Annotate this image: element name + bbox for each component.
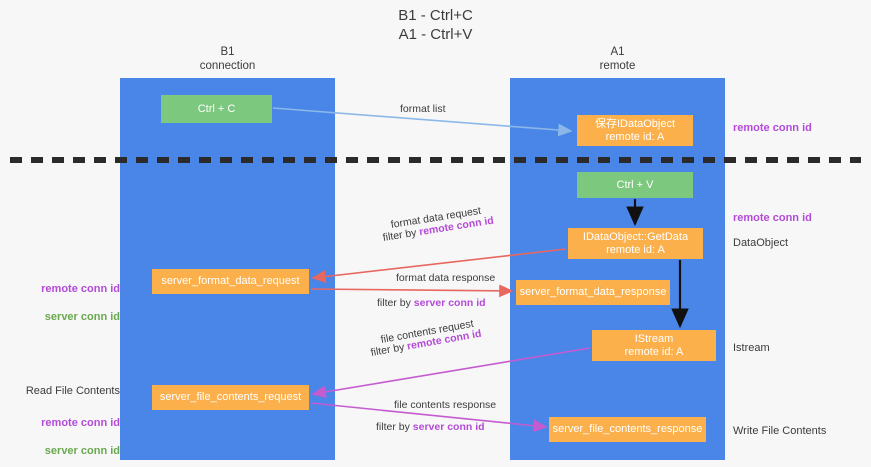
node-ctrl-v[interactable]: Ctrl + V <box>577 172 693 198</box>
node-server-format-data-request[interactable]: server_format_data_request <box>152 269 309 294</box>
lane-header-b1: B1 connection <box>199 46 256 72</box>
node-istream[interactable]: IStream remote id: A <box>592 330 716 361</box>
server-conn-id-text-2: server conn id <box>412 421 485 433</box>
filter-by-text-4: filter by <box>376 421 410 433</box>
label-remote-conn-id-left-top: remote conn id <box>41 283 120 295</box>
label-remote-conn-id-top: remote conn id <box>733 122 812 134</box>
label-read-file-contents: Read File Contents <box>25 385 120 397</box>
edge-label-file-contents-response: file contents response <box>394 399 497 411</box>
node-idataobject[interactable]: 保存IDataObject remote id: A <box>577 115 693 146</box>
lane-header-a1: A1 remote <box>599 46 636 72</box>
edge-label-format-list: format list <box>400 103 446 115</box>
label-istream: Istream <box>733 342 770 354</box>
edge-label-filter-server-conn-id-format: filter by server conn id <box>377 297 486 310</box>
node-ctrl-c[interactable]: Ctrl + C <box>161 95 272 123</box>
label-dataobject: DataObject <box>733 237 789 249</box>
node-server-file-contents-response[interactable]: server_file_contents_response <box>549 417 706 442</box>
edge-label-filter-server-conn-id-file: filter by server conn id <box>376 421 485 434</box>
label-server-conn-id-left-top: server conn id <box>44 311 120 323</box>
server-conn-id-text-1: server conn id <box>413 297 486 309</box>
filter-by-text-2: filter by <box>377 297 411 309</box>
node-idataobject-getdata[interactable]: IDataObject::GetData remote id: A <box>568 228 703 259</box>
filter-by-text-1: filter by <box>381 226 418 244</box>
label-conn-ids-format: remote conn id server conn id <box>20 268 120 324</box>
diagram-title: B1 - Ctrl+C A1 - Ctrl+V <box>398 7 473 43</box>
filter-by-text-3: filter by <box>369 341 406 359</box>
label-conn-ids-file: remote conn id server conn id <box>20 402 120 458</box>
label-remote-conn-id-left-bottom: remote conn id <box>41 417 120 429</box>
label-remote-conn-id-mid: remote conn id <box>733 212 812 224</box>
node-server-format-data-response[interactable]: server_format_data_response <box>516 280 670 305</box>
edge-label-format-data-response: format data response <box>396 272 496 284</box>
node-server-file-contents-request[interactable]: server_file_contents_request <box>152 385 309 410</box>
label-server-conn-id-left-bottom: server conn id <box>44 445 120 457</box>
label-write-file-contents: Write File Contents <box>733 425 827 437</box>
